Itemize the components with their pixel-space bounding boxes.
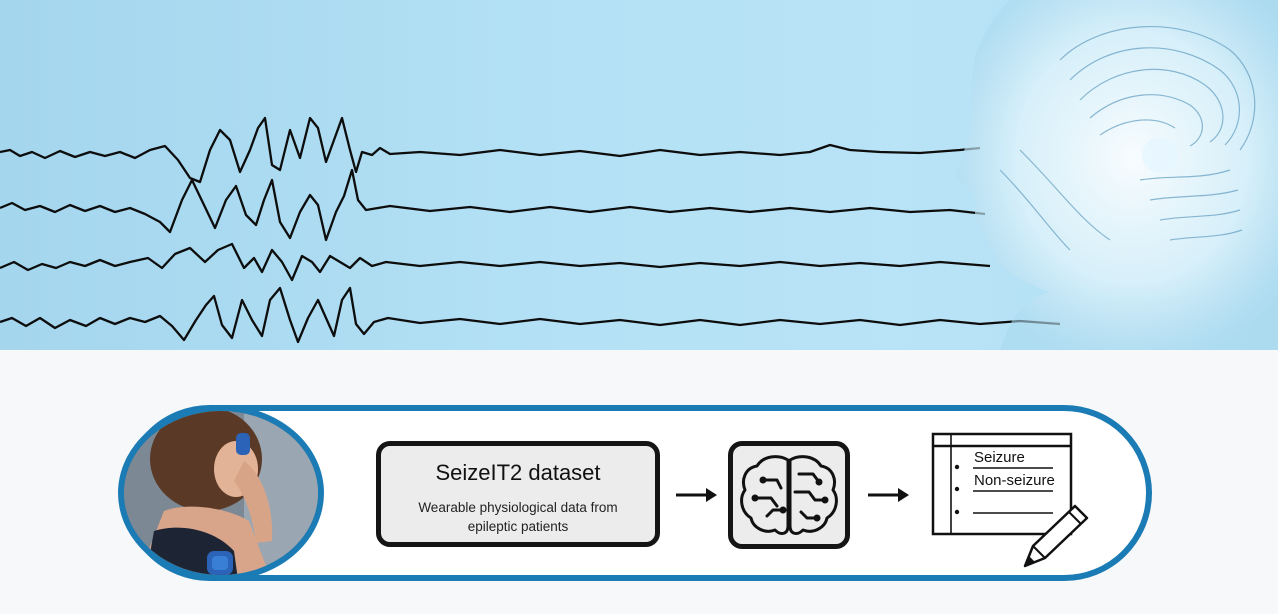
label-non-seizure: Non-seizure	[974, 472, 1055, 489]
eeg-traces	[0, 116, 1061, 344]
arrow-right-icon	[868, 488, 909, 502]
dataset-box: SeizeIT2 dataset Wearable physiological …	[376, 441, 660, 547]
eeg-trace-2	[0, 168, 986, 242]
human-head-brain-icon	[955, 0, 1278, 350]
label-seizure: Seizure	[974, 449, 1025, 466]
model-box	[728, 441, 850, 549]
brain-circuit-icon	[740, 455, 838, 535]
eeg-trace-1	[0, 116, 981, 184]
wearable-sensor-patient-photo	[118, 405, 324, 581]
eeg-banner	[0, 0, 1278, 350]
dataset-title: SeizeIT2 dataset	[435, 460, 601, 485]
eeg-trace-4	[0, 286, 1061, 344]
pencil-icon	[1023, 504, 1089, 568]
arrow-right-icon	[676, 488, 717, 502]
eeg-waveform-icon	[0, 0, 1278, 350]
eeg-trace-3	[0, 242, 991, 282]
report-pencil-icon	[931, 432, 1089, 568]
dataset-description: Wearable physiological data from epilept…	[418, 500, 618, 534]
ear-sensor	[236, 433, 250, 455]
